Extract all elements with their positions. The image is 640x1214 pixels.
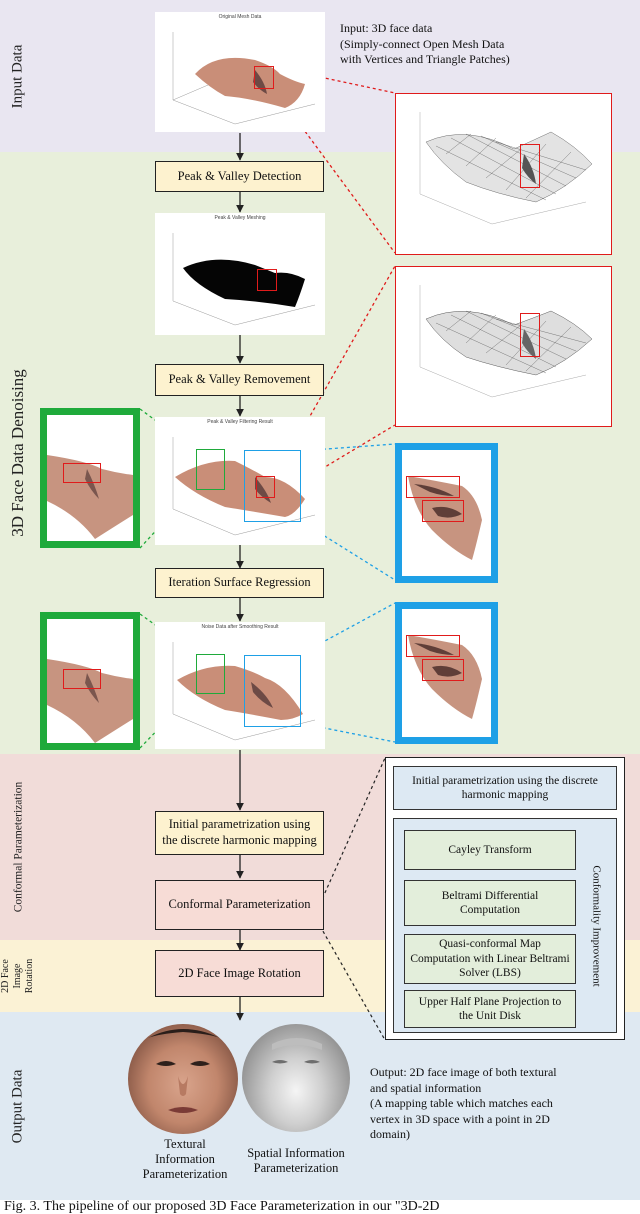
caption-textural: Textural Information Parameterization bbox=[142, 1137, 228, 1181]
detail-link-top bbox=[319, 757, 386, 905]
plot-title-original: Original Mesh Data bbox=[218, 14, 262, 20]
roi-red-filtered bbox=[256, 476, 275, 498]
wireframe-zoom-original bbox=[395, 93, 612, 255]
detail-side-label-wrap: Conformality Improvement bbox=[578, 818, 616, 1033]
zoom-line-blue-1 bbox=[298, 443, 396, 452]
step-initial-parametrization: Initial parametrization using the discre… bbox=[155, 811, 324, 855]
output-note-line4: vertex in 3D space with a point in 2D bbox=[370, 1111, 550, 1126]
output-note-line2: and spatial information bbox=[370, 1080, 482, 1095]
detail-initial: Initial parametrization using the discre… bbox=[393, 766, 617, 810]
roi-red-blue-crop-1a bbox=[406, 476, 460, 498]
output-note: Output: 2D face image of both textural a… bbox=[370, 1065, 557, 1143]
input-note-line1: Input: 3D face data bbox=[340, 21, 433, 35]
roi-red-wireframe-2 bbox=[520, 313, 540, 357]
plot-regression: Noise Data after Smoothing Result bbox=[155, 622, 325, 749]
face-features-textural bbox=[148, 1029, 220, 1113]
detail-side-label: Conformality Improvement bbox=[591, 864, 603, 987]
detail-beltrami: Beltrami Differential Computation bbox=[404, 880, 576, 926]
skin-crop-green-1 bbox=[47, 455, 133, 539]
step-peak-valley-removement: Peak & Valley Removement bbox=[155, 364, 324, 396]
face-features-spatial bbox=[272, 1038, 322, 1064]
output-note-line5: domain) bbox=[370, 1127, 410, 1142]
zoom-line-blue-4 bbox=[298, 722, 396, 743]
roi-red-original bbox=[254, 66, 274, 89]
spatial-face-disk bbox=[242, 1024, 350, 1132]
plot-peak-valley: Peak & Valley Meshing bbox=[155, 213, 325, 335]
roi-green-regression bbox=[196, 654, 225, 694]
roi-green-filtered bbox=[196, 449, 225, 490]
plot-title-peak-removed: Peak & Valley Filtering Result bbox=[207, 419, 273, 425]
roi-blue-filtered bbox=[244, 450, 301, 522]
roi-red-wireframe-1 bbox=[520, 144, 540, 188]
roi-red-blue-crop-2a bbox=[406, 635, 460, 657]
output-note-line1: Output: 2D face image of both textural bbox=[370, 1065, 557, 1079]
roi-red-green-crop-2 bbox=[63, 669, 101, 689]
zoom-line-green-2 bbox=[139, 486, 197, 549]
face-mesh-plot-1 bbox=[172, 32, 316, 125]
wireframe-plot-2 bbox=[419, 285, 593, 398]
textural-face-disk bbox=[128, 1024, 238, 1134]
detail-cayley: Cayley Transform bbox=[404, 830, 576, 870]
input-note: Input: 3D face data (Simply-connect Open… bbox=[340, 21, 510, 68]
roi-red-blue-crop-1b bbox=[422, 500, 464, 522]
input-note-line2: (Simply-connect Open Mesh Data bbox=[340, 36, 505, 51]
roi-red-green-crop-1 bbox=[63, 463, 101, 483]
detail-upper-half-plane: Upper Half Plane Projection to the Unit … bbox=[404, 990, 576, 1028]
plot-original-mesh: Original Mesh Data bbox=[155, 12, 325, 132]
crop-blue-regression bbox=[395, 602, 498, 744]
wireframe-plot-1 bbox=[419, 112, 593, 225]
crop-blue-filtered bbox=[395, 443, 498, 583]
step-conformal-parameterization: Conformal Parameterization bbox=[155, 880, 324, 930]
roi-red-blue-crop-2b bbox=[422, 659, 464, 681]
zoom-line-red-4 bbox=[274, 424, 396, 498]
output-note-line3: (A mapping table which matches each bbox=[370, 1096, 553, 1111]
step-face-image-rotation: 2D Face Image Rotation bbox=[155, 950, 324, 997]
input-note-line3: with Vertices and Triangle Patches) bbox=[340, 52, 510, 67]
detail-link-bottom bbox=[319, 925, 386, 1041]
zoom-line-red-3 bbox=[274, 265, 396, 479]
step-iteration-surface-regression: Iteration Surface Regression bbox=[155, 568, 324, 598]
black-mesh-plot bbox=[172, 233, 316, 326]
plot-title-regression: Noise Data after Smoothing Result bbox=[201, 624, 279, 630]
plot-peak-removed: Peak & Valley Filtering Result bbox=[155, 417, 325, 545]
zoom-line-red-2 bbox=[272, 87, 396, 254]
crop-green-filtered bbox=[40, 408, 140, 548]
caption-spatial: Spatial Information Parameterization bbox=[247, 1146, 345, 1175]
detail-quasi-conformal: Quasi-conformal Map Computation with Lin… bbox=[404, 934, 576, 984]
roi-red-peak-valley bbox=[257, 269, 277, 291]
roi-blue-regression bbox=[244, 655, 301, 727]
figure-caption: Fig. 3. The pipeline of our proposed 3D … bbox=[4, 1199, 440, 1214]
step-peak-valley-detection: Peak & Valley Detection bbox=[155, 161, 324, 192]
crop-green-regression bbox=[40, 612, 140, 750]
detail-panel: Initial parametrization using the discre… bbox=[385, 757, 625, 1040]
plot-title-peak-valley: Peak & Valley Meshing bbox=[214, 215, 266, 221]
face-mesh-plot-3 bbox=[172, 437, 316, 536]
face-mesh-plot-4 bbox=[172, 642, 316, 741]
wireframe-zoom-filtered bbox=[395, 266, 612, 427]
